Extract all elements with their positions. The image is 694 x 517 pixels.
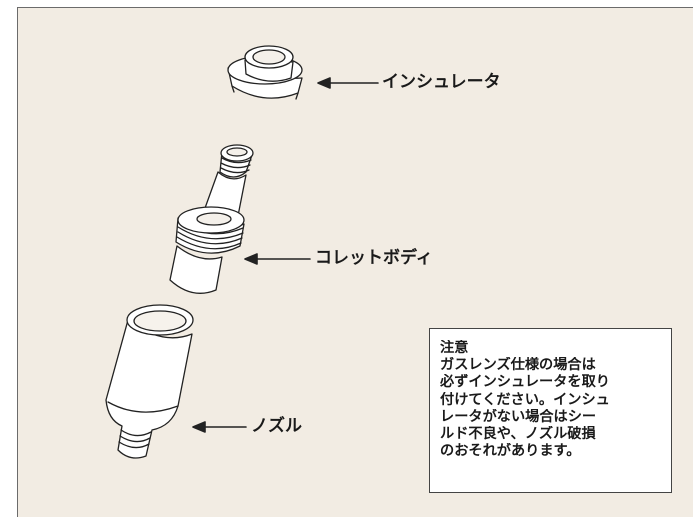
note-line: 必ずインシュレータを取り	[440, 374, 610, 391]
collet-body-label: コレットボディ	[315, 248, 433, 268]
leader-arrows	[192, 77, 379, 433]
collet-body-part	[169, 144, 254, 294]
note-title: 注意	[440, 340, 469, 356]
note-line: のおそれがあります。	[440, 443, 581, 460]
note-line: ルド不良や、ノズル破損	[440, 426, 596, 443]
nozzle-label: ノズル	[251, 416, 302, 436]
note-line: 付けてください。インシュ	[440, 391, 610, 408]
insulator-label: インシュレータ	[382, 72, 501, 92]
nozzle-part	[105, 304, 194, 459]
note-line: レータがない場合はシー	[440, 408, 597, 425]
insulator-part	[227, 45, 303, 100]
note-line: ガスレンズ仕様の場合は	[440, 357, 596, 374]
caution-note: 注意 ガスレンズ仕様の場合は 必ずインシュレータを取り 付けてください。インシュ…	[429, 328, 672, 493]
